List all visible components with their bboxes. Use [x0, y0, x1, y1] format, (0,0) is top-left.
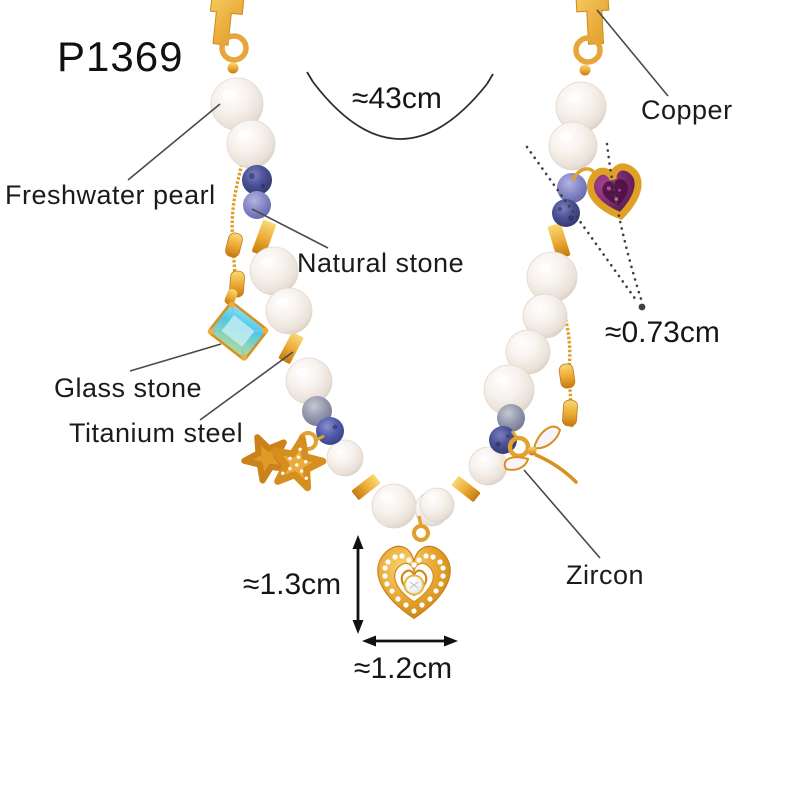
natural-stone-beads: [242, 165, 587, 454]
freshwater-pearl-label: Freshwater pearl: [5, 180, 216, 210]
pointer-lines: [127, 9, 669, 559]
glass-stone-charm: [207, 288, 269, 361]
pendant-height-value: ≈1.3cm: [243, 568, 342, 601]
clasp-tab-right: [575, 0, 610, 45]
pointer-copper: [596, 9, 669, 97]
heart-pendant: [377, 515, 451, 619]
starfish-charm: [241, 431, 327, 492]
titanium-steel-bars: [252, 220, 571, 502]
charm-size-dotted-lines: [525, 142, 646, 311]
zircon-halo-dots: [382, 553, 446, 614]
pointer-natural-stone: [251, 208, 329, 249]
chain-tassel-left: [225, 159, 245, 298]
dragonfly-charm: [503, 425, 578, 484]
jump-ring-left: [219, 33, 249, 74]
titanium-steel-label: Titanium steel: [69, 418, 244, 448]
glass-stone-label: Glass stone: [54, 373, 203, 403]
chain-length-value: ≈43cm: [352, 82, 442, 115]
pendant-height-arrow: [352, 535, 364, 634]
natural-stone-label: Natural stone: [297, 248, 465, 278]
jump-ring-right: [573, 35, 603, 76]
pointer-zircon: [523, 469, 601, 559]
freshwater-pearls: [210, 77, 607, 529]
pointer-freshwater-pearl: [127, 103, 221, 181]
pendant-width-value: ≈1.2cm: [354, 652, 453, 685]
pendant-width-arrow: [362, 635, 458, 647]
length-arc-43cm: [306, 71, 494, 140]
pointer-glass-stone: [129, 343, 222, 372]
clasp-tab-left: [209, 0, 245, 46]
charm-size-value: ≈0.73cm: [605, 316, 720, 349]
purple-heart-charm: [571, 164, 644, 221]
zircon-label: Zircon: [566, 560, 645, 590]
copper-label: Copper: [641, 95, 733, 125]
product-code: P1369: [57, 33, 184, 80]
pointer-titanium-steel: [199, 351, 294, 421]
